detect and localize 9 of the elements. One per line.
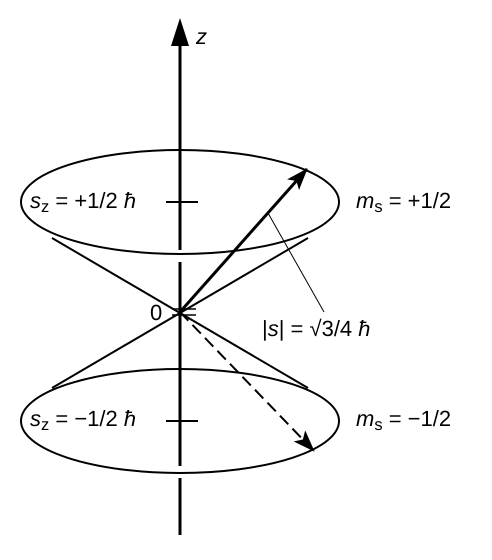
math-label: s$_{z}$ = −1/2 ħ (30, 405, 136, 434)
math-label: s$_{z}$ = +1/2 ħ (30, 187, 136, 216)
math-label: m$_{s}$ = −1/2 (356, 405, 452, 434)
math-label: 0 (150, 299, 162, 327)
math-label: m$_{s}$ = +1/2 (356, 187, 452, 216)
magnitude-label: |s| = √3/4 ħ (262, 315, 372, 343)
leader-line (268, 212, 324, 312)
spin-up-vector (178, 168, 308, 313)
math-label: z (196, 23, 207, 51)
